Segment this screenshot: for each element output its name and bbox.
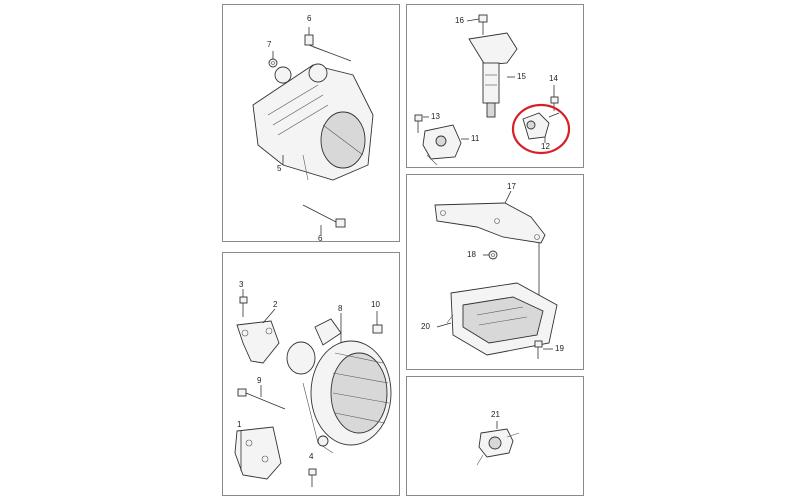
ecu-module-20[interactable] xyxy=(446,282,558,356)
label-part-16: 16 xyxy=(455,16,464,25)
starter-motor-drawing xyxy=(252,27,374,235)
label-part-15: 15 xyxy=(517,72,526,81)
highlight-circle xyxy=(511,103,571,155)
label-part-6: 6 xyxy=(307,14,312,23)
label-part-5: 5 xyxy=(277,164,282,173)
label-part-7: 7 xyxy=(267,40,272,49)
label-part-20: 20 xyxy=(421,322,430,331)
bolt-4[interactable] xyxy=(308,468,317,487)
label-part-17: 17 xyxy=(507,182,516,191)
ignition-drawing xyxy=(414,14,571,166)
label-part-4: 4 xyxy=(309,452,314,461)
ignition-coil-15[interactable] xyxy=(468,32,518,118)
panel-alternator: 3 2 8 10 9 1 4 xyxy=(222,252,400,496)
knock-sensor-drawing xyxy=(476,421,520,466)
bolt-16[interactable] xyxy=(478,14,488,35)
label-part-6-bottom: 6 xyxy=(318,234,323,243)
label-part-13: 13 xyxy=(431,112,440,121)
alternator-8[interactable] xyxy=(286,318,392,454)
label-part-2: 2 xyxy=(273,300,278,309)
bracket-1[interactable] xyxy=(234,426,282,480)
label-part-14: 14 xyxy=(549,74,558,83)
bolt-6-bottom[interactable] xyxy=(302,204,346,228)
label-part-10: 10 xyxy=(371,300,380,309)
clip-10[interactable] xyxy=(372,324,383,334)
bolt-19[interactable] xyxy=(534,340,543,359)
bolt-3[interactable] xyxy=(239,296,248,317)
label-part-18: 18 xyxy=(467,250,476,259)
bracket-2[interactable] xyxy=(236,320,280,364)
bolt-6-top[interactable] xyxy=(304,34,352,62)
bracket-17[interactable] xyxy=(434,202,546,295)
label-part-21: 21 xyxy=(491,410,500,419)
label-part-11: 11 xyxy=(471,134,480,143)
knock-sensor-21[interactable] xyxy=(476,428,520,466)
panel-ignition: 16 15 14 13 11 12 xyxy=(406,4,584,168)
label-part-8: 8 xyxy=(338,304,343,313)
label-part-1: 1 xyxy=(237,420,242,429)
ecu-drawing xyxy=(434,190,558,359)
bolt-13[interactable] xyxy=(414,114,423,133)
panel-starter-motor: 6 7 5 6 xyxy=(222,4,400,243)
alternator-drawing xyxy=(234,289,392,487)
label-part-19: 19 xyxy=(555,344,564,353)
bolt-9[interactable] xyxy=(237,388,286,410)
label-part-3: 3 xyxy=(239,280,244,289)
nut-18[interactable] xyxy=(488,250,498,260)
label-part-9: 9 xyxy=(257,376,262,385)
nut-7[interactable] xyxy=(268,58,278,68)
label-part-12: 12 xyxy=(541,142,550,151)
panel-ecu: 17 18 20 19 xyxy=(406,174,584,370)
panel-knock-sensor: 21 xyxy=(406,376,584,496)
camshaft-sensor-11[interactable] xyxy=(422,124,462,166)
sensor-12[interactable] xyxy=(522,112,560,140)
starter-motor-5[interactable] xyxy=(252,63,374,181)
